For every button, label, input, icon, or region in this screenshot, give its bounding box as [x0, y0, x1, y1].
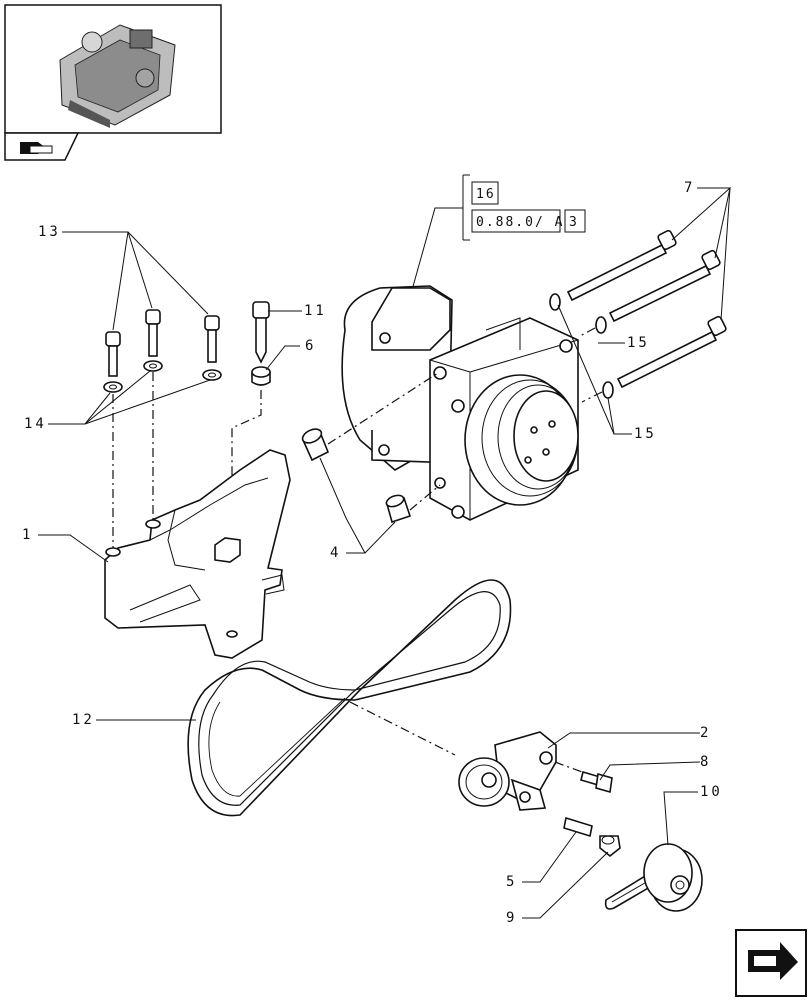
page-number: 3	[569, 215, 579, 230]
dowel-4-lower[interactable]	[385, 493, 412, 524]
leader-lines	[38, 187, 732, 919]
callout-13[interactable]: 13	[38, 224, 61, 240]
bolt-7-middle[interactable]	[608, 249, 721, 323]
group-number: 16	[476, 187, 496, 202]
group-number-box[interactable]: 16	[471, 181, 499, 205]
callout-10[interactable]: 10	[700, 784, 723, 800]
callout-15-lower[interactable]: 15	[634, 426, 657, 442]
next-page-button[interactable]	[735, 929, 807, 997]
stud-5[interactable]	[563, 816, 593, 838]
bolt-11[interactable]	[252, 301, 270, 364]
mounting-bracket-1[interactable]	[104, 449, 291, 659]
drive-belt-12[interactable]	[187, 579, 512, 817]
reference-leader	[411, 207, 463, 291]
idler-pulley-10[interactable]	[604, 843, 703, 912]
bolt-13-middle[interactable]	[145, 309, 161, 357]
washer-14-right[interactable]	[202, 369, 222, 381]
bolt-8[interactable]	[580, 770, 613, 794]
nav-tab-book[interactable]	[4, 132, 80, 161]
callout-7[interactable]: 7	[684, 180, 695, 196]
bolt-7-lower[interactable]	[616, 315, 727, 389]
center-line	[349, 701, 456, 756]
callout-11[interactable]: 11	[304, 303, 327, 319]
washer-upper-left[interactable]	[549, 293, 561, 311]
callout-labels: 1 2 4 5 6 7 8 9 10 11 12 13 14 15 15	[22, 180, 723, 926]
callout-8[interactable]: 8	[700, 754, 711, 770]
callout-15-upper[interactable]: 15	[627, 335, 650, 351]
dowel-4-upper[interactable]	[300, 426, 330, 462]
ac-compressor[interactable]	[341, 285, 579, 521]
hand-pointing-book-icon	[20, 142, 53, 154]
hand-pointing-next-icon	[748, 942, 798, 980]
bolt-7-upper[interactable]	[566, 229, 677, 302]
callout-9[interactable]: 9	[506, 910, 517, 926]
callout-1[interactable]: 1	[22, 527, 33, 543]
center-line	[579, 327, 596, 337]
center-line	[554, 761, 583, 773]
page-number-box[interactable]: 3	[564, 209, 586, 233]
washer-15-lower[interactable]	[602, 381, 614, 399]
engine-thumbnail-image	[59, 24, 176, 128]
center-line	[327, 372, 439, 445]
callout-2[interactable]: 2	[700, 725, 711, 741]
center-line	[409, 484, 441, 511]
washer-14-middle[interactable]	[143, 360, 163, 372]
washer-14-left[interactable]	[103, 381, 123, 393]
callout-6[interactable]: 6	[305, 338, 316, 354]
engine-thumbnail[interactable]	[4, 4, 222, 134]
spacer-6[interactable]	[251, 366, 271, 386]
section-code-box[interactable]: 0.88.0/ A	[471, 209, 564, 233]
callout-4[interactable]: 4	[330, 545, 341, 561]
callout-5[interactable]: 5	[506, 874, 517, 890]
bolt-13-left[interactable]	[105, 331, 121, 377]
belt-tensioner-2[interactable]	[458, 731, 557, 811]
callout-12[interactable]: 12	[72, 712, 95, 728]
section-code: 0.88.0/ A	[476, 215, 564, 230]
reference-bracket	[462, 174, 470, 241]
center-line	[581, 391, 603, 403]
nut-9[interactable]	[599, 835, 621, 858]
washer-15-upper[interactable]	[595, 316, 607, 334]
callout-14[interactable]: 14	[24, 416, 47, 432]
center-line	[231, 390, 262, 540]
bolt-13-right[interactable]	[204, 315, 220, 363]
